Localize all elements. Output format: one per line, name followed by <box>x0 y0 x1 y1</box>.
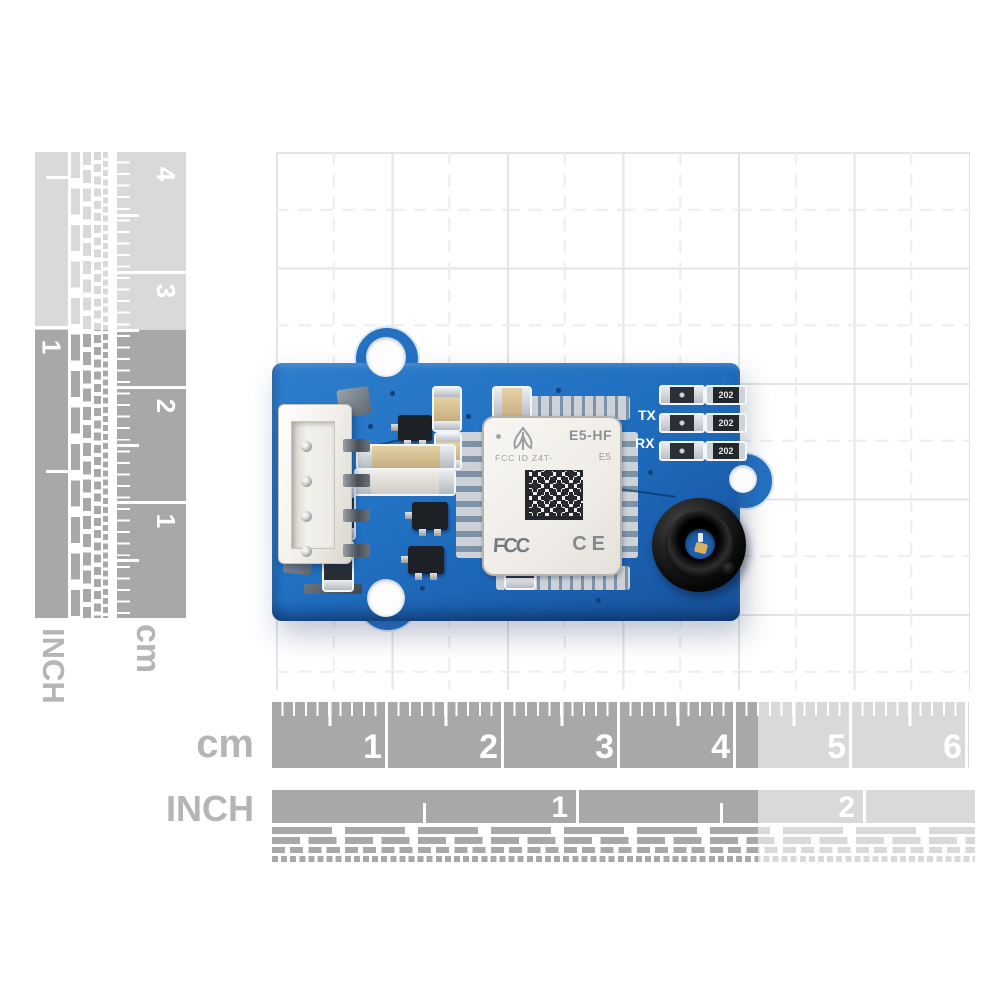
left-cm-label: cm <box>129 624 167 674</box>
bottom-cm-label: cm <box>196 722 254 766</box>
left-cm-number: 4 <box>151 166 182 182</box>
ce-logo: CE <box>572 533 610 555</box>
transistor-component <box>401 546 444 580</box>
ring-center <box>685 529 715 559</box>
bottom-cm-number: 2 <box>479 728 498 766</box>
gold-contact <box>693 541 709 555</box>
inch-half-tick <box>46 470 68 473</box>
bottom-cm-number: 3 <box>595 728 614 766</box>
left-inch-label: INCH <box>36 628 71 704</box>
bottom-inch-number: 1 <box>551 791 568 824</box>
fcc-logo: FCC <box>492 535 529 557</box>
resistor-component <box>356 444 456 470</box>
bottom-cm-number: 6 <box>943 728 962 766</box>
grove-connector <box>278 404 370 564</box>
resistor-component <box>354 468 456 496</box>
left-cm-number: 1 <box>151 513 182 529</box>
pin1-dot <box>496 434 501 439</box>
ring-nub <box>722 562 736 576</box>
inch-divider <box>35 326 68 329</box>
transistor-component <box>405 502 448 536</box>
via <box>596 598 601 603</box>
capacitor-component <box>432 386 462 432</box>
connector-pin <box>301 511 312 522</box>
datamatrix-code <box>525 470 583 520</box>
via <box>420 586 425 591</box>
module-name: E5-HF <box>569 427 612 443</box>
resistor-marking: 202 <box>718 446 734 456</box>
antenna-ring-component <box>652 498 746 592</box>
connector-pin <box>301 476 312 487</box>
bottom-cm-number: 1 <box>363 728 382 766</box>
transistor-component <box>391 415 432 447</box>
via <box>556 388 561 393</box>
connector-solder-leg <box>343 439 370 452</box>
led-component <box>659 385 705 405</box>
cm-mm-ticks <box>117 152 130 618</box>
capacitor-component <box>492 386 532 420</box>
bottom-inch-label: INCH <box>166 788 254 829</box>
resistor-component: 202 <box>705 385 747 405</box>
mounting-hole-right <box>729 465 757 493</box>
led-component <box>659 441 705 461</box>
inch-half-tick <box>46 176 68 179</box>
module-fcc-id: FCC ID Z4T- <box>495 453 554 463</box>
mounting-hole-bottom <box>367 579 405 617</box>
seeed-logo-icon <box>513 426 533 450</box>
bottom-inch-number: 2 <box>838 791 855 824</box>
rx-label: RX <box>635 435 655 451</box>
connector-pin <box>301 441 312 452</box>
connector-cavity <box>291 421 335 549</box>
left-cm-number: 3 <box>151 283 182 299</box>
connector-pin <box>301 546 312 557</box>
left-cm-ruler: 4 3 2 1 <box>117 152 186 618</box>
via <box>466 414 471 419</box>
bottom-cm-ruler: 1 2 3 4 5 6 <box>272 702 969 768</box>
connector-solder-leg <box>343 544 370 557</box>
bottom-inch-ruler: 1 2 <box>272 790 975 824</box>
resistor-component: 202 <box>705 441 747 461</box>
led-component <box>659 413 705 433</box>
bottom-cm-number: 4 <box>711 728 730 766</box>
left-inch-number: 1 <box>37 339 67 355</box>
bottom-cm-number: 5 <box>827 728 846 766</box>
tx-label: TX <box>638 407 656 423</box>
resistor-component: 202 <box>705 413 747 433</box>
left-cm-number: 2 <box>151 398 182 414</box>
mounting-hole-top <box>366 337 406 377</box>
connector-solder-leg <box>343 509 370 522</box>
via <box>390 391 395 396</box>
module-cert-mark: E5 <box>598 452 611 463</box>
bottom-inch-fraction-marks <box>272 827 975 865</box>
via <box>648 470 653 475</box>
rf-module: E5-HF FCC ID Z4T- E5 FCC CE <box>482 416 622 576</box>
via <box>368 424 373 429</box>
resistor-marking: 202 <box>718 390 734 400</box>
resistor-marking: 202 <box>718 418 734 428</box>
connector-solder-leg <box>343 474 370 487</box>
left-inch-fraction-marks <box>71 152 108 618</box>
left-inch-ruler: 1 <box>35 152 68 618</box>
